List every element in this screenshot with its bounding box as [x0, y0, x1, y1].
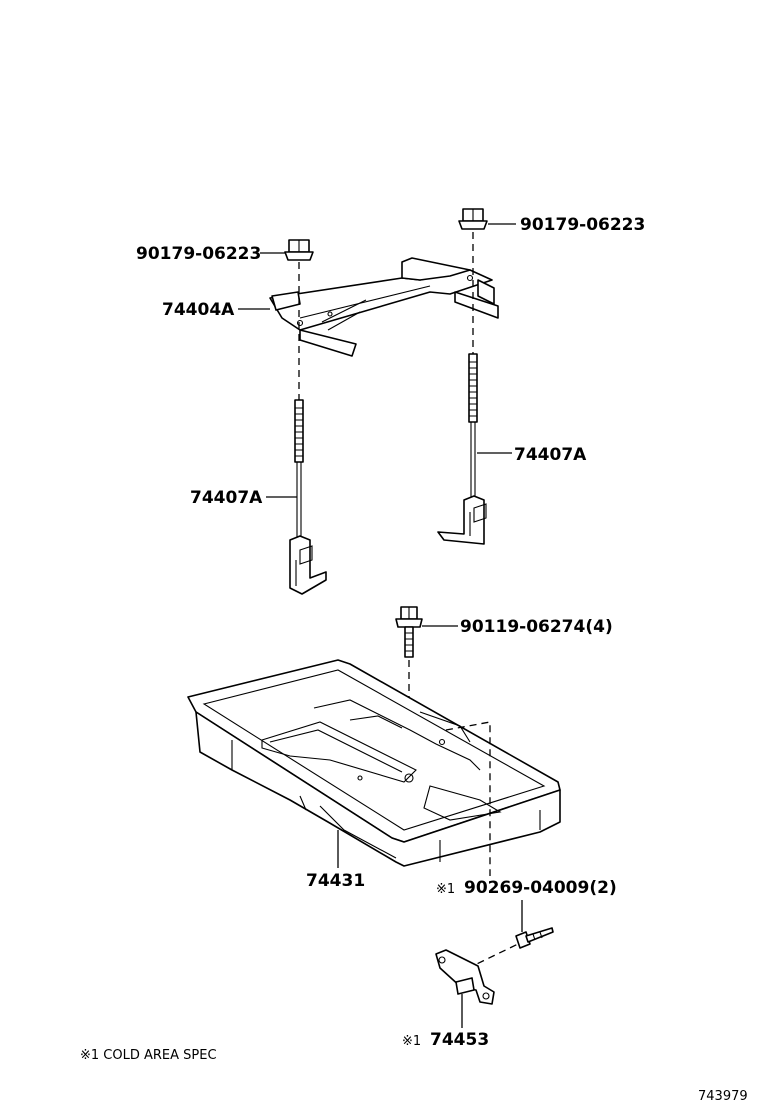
battery-tray-part	[187, 659, 561, 867]
label-clip: 90269-04009(2)	[464, 878, 617, 898]
label-clip-mark: ※1	[436, 882, 455, 897]
hold-down-rod-right-part	[437, 353, 487, 545]
bolt-part	[395, 606, 423, 658]
label-rod-left: 74407A	[190, 488, 263, 508]
label-clamp: 74404A	[162, 300, 235, 320]
hold-down-rod-left-part	[289, 399, 327, 595]
nut-right-part	[458, 208, 488, 230]
label-nut-left: 90179-06223	[136, 244, 261, 264]
bracket-part	[435, 949, 495, 1005]
label-bolt: 90119-06274(4)	[460, 617, 613, 637]
battery-clamp-part	[269, 257, 499, 357]
figure-id: 743979	[698, 1089, 748, 1104]
label-bracket: 74453	[430, 1030, 489, 1050]
label-bracket-mark: ※1	[402, 1034, 421, 1049]
label-rod-right: 74407A	[514, 445, 587, 465]
label-nut-right: 90179-06223	[520, 215, 645, 235]
label-tray: 74431	[306, 871, 365, 891]
nut-left-part	[284, 239, 314, 261]
bracket-position-outline	[445, 721, 491, 876]
footnote: ※1 COLD AREA SPEC	[80, 1048, 217, 1063]
clip-part	[515, 927, 554, 949]
